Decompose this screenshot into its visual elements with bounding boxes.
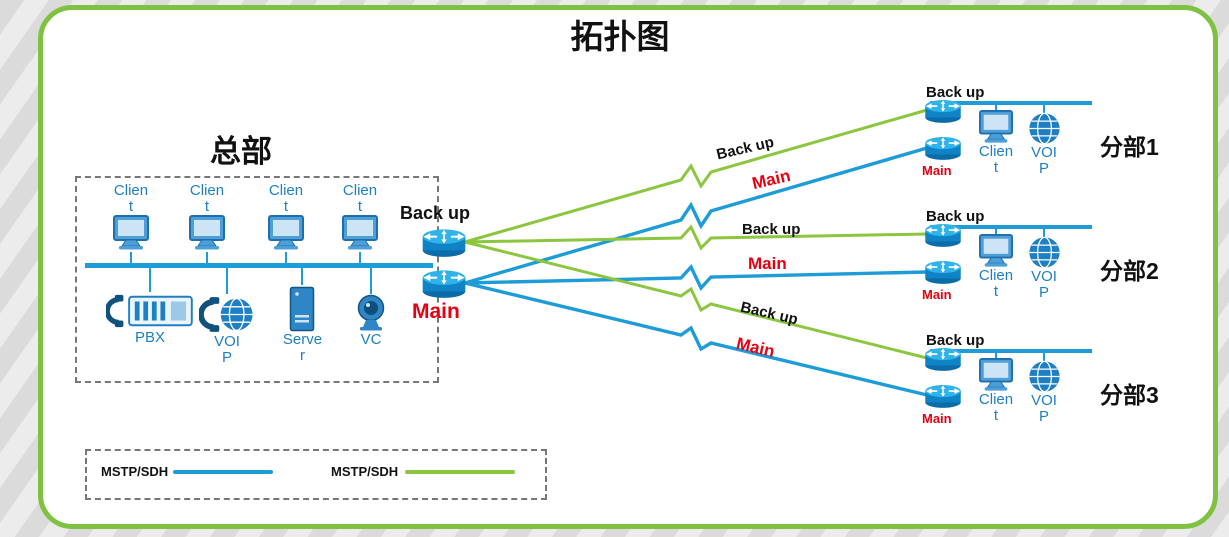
hq-client-node-4: Client	[329, 182, 391, 251]
hq-main-label: Main	[412, 300, 460, 323]
branch-main-label: Main	[922, 163, 952, 178]
branch-client-node: Client	[968, 358, 1024, 424]
hq-router-backup-icon	[421, 226, 467, 258]
computer-icon	[340, 215, 380, 251]
legend-label-green: MSTP/SDH	[331, 464, 399, 479]
branch-backup-label: Back up	[926, 332, 985, 349]
branch-lan-bus	[930, 349, 1092, 353]
pbx-label: PBX	[134, 329, 165, 346]
branch-main-label: Main	[922, 287, 952, 302]
branch-voip-node: VOIP	[1022, 360, 1066, 425]
branch-client-node: Client	[968, 234, 1024, 300]
hq-pbx-node: PBX	[106, 292, 194, 346]
hq-lan-bus	[85, 263, 433, 268]
computer-icon	[111, 215, 151, 251]
legend-line-blue	[173, 470, 273, 474]
voip-label: VOIP	[1031, 392, 1057, 426]
drop-line	[130, 252, 132, 264]
drop-line	[206, 252, 208, 264]
hq-client-node-1: Client	[100, 182, 162, 251]
drop-line	[285, 252, 287, 264]
hq-vc-node: VC	[350, 294, 392, 348]
hq-router-main-icon	[421, 267, 467, 299]
branch-voip-node: VOIP	[1022, 112, 1066, 177]
computer-icon	[977, 110, 1015, 144]
branch-router-main-icon	[924, 258, 962, 285]
computer-icon	[187, 215, 227, 251]
branch-name: 分部2	[1100, 258, 1159, 284]
computer-icon	[977, 358, 1015, 392]
legend-line-green	[405, 470, 515, 474]
branch-router-backup-icon	[924, 97, 962, 124]
vc-label: VC	[360, 331, 382, 348]
drop-line	[1043, 228, 1045, 237]
client-label: Client	[189, 182, 225, 216]
client-label: Client	[113, 182, 149, 216]
video-camera-icon	[353, 294, 389, 332]
server-icon	[289, 286, 315, 332]
branch-router-backup-icon	[924, 221, 962, 248]
voip-label: VOIP	[214, 333, 240, 367]
client-label: Client	[268, 182, 304, 216]
branch-2: Back up Main Client VOIP 分部2	[916, 208, 1218, 333]
voip-label: VOIP	[1031, 144, 1057, 178]
drop-line	[995, 104, 997, 111]
hq-client-node-2: Client	[176, 182, 238, 251]
hq-voip-node: VOIP	[198, 295, 256, 366]
drop-line	[1043, 104, 1045, 113]
globe-icon	[1028, 360, 1061, 393]
computer-icon	[977, 234, 1015, 268]
branch-client-node: Client	[968, 110, 1024, 176]
legend-label-blue: MSTP/SDH	[101, 464, 169, 479]
branch-router-backup-icon	[924, 345, 962, 372]
hq-title: 总部	[210, 134, 272, 169]
link-label-main-branch2: Main	[748, 254, 787, 273]
branch-name: 分部1	[1100, 134, 1159, 160]
client-label: Client	[978, 391, 1014, 425]
branch-3: Back up Main Client VOIP 分部3	[916, 332, 1218, 457]
branch-1: Back up Main Client VOIP 分部1	[916, 84, 1218, 209]
branch-name: 分部3	[1100, 382, 1159, 408]
globe-icon	[1028, 236, 1061, 269]
legend: MSTP/SDH MSTP/SDH	[85, 449, 547, 500]
branch-lan-bus	[930, 225, 1092, 229]
riser-line	[226, 268, 228, 294]
diagram-title: 拓扑图	[570, 18, 670, 55]
drop-line	[995, 352, 997, 359]
branch-backup-label: Back up	[926, 208, 985, 225]
voip-phone-globe-icon	[199, 295, 255, 334]
voip-label: VOIP	[1031, 268, 1057, 302]
drop-line	[359, 252, 361, 264]
client-label: Client	[978, 267, 1014, 301]
hq-backup-label: Back up	[400, 203, 471, 223]
branch-lan-bus	[930, 101, 1092, 105]
branch-main-label: Main	[922, 411, 952, 426]
drop-line	[1043, 352, 1045, 361]
computer-icon	[266, 215, 306, 251]
riser-line	[370, 268, 372, 294]
branch-router-main-icon	[924, 382, 962, 409]
client-label: Client	[978, 143, 1014, 177]
riser-line	[149, 268, 151, 292]
pbx-icon	[106, 292, 194, 330]
branch-router-main-icon	[924, 134, 962, 161]
drop-line	[995, 228, 997, 235]
client-label: Client	[342, 182, 378, 216]
branch-voip-node: VOIP	[1022, 236, 1066, 301]
hq-client-node-3: Client	[255, 182, 317, 251]
riser-line	[301, 268, 303, 285]
hq-server-node: Server	[282, 286, 322, 364]
link-label-backup-branch2: Back up	[742, 221, 801, 238]
server-label: Server	[282, 331, 323, 365]
globe-icon	[1028, 112, 1061, 145]
branch-backup-label: Back up	[926, 84, 985, 101]
